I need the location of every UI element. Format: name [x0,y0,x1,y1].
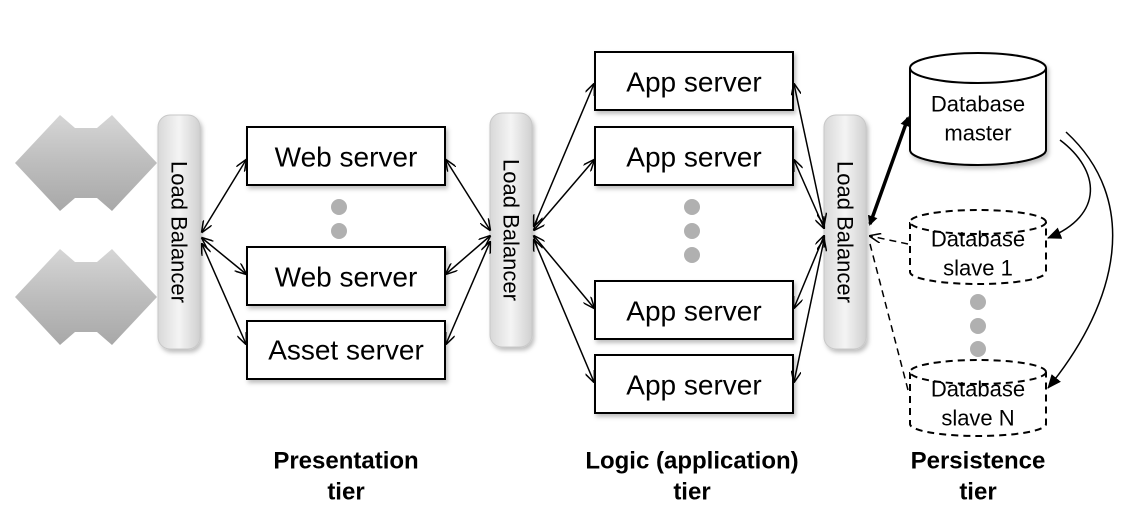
presentation-tier-servers: Web server Web server Asset server [246,126,446,380]
database-slave-1-label: Database [931,227,1025,252]
app-server-label: App server [626,296,761,327]
replication-arrow [1047,139,1092,239]
connection-arrow [202,244,246,344]
connection-arrows [202,84,1114,391]
connection-arrow [446,236,490,274]
load-balancer-3: Load Balancer [823,114,867,350]
master-connection-arrow [867,116,911,226]
slave-connection-arrow [870,236,909,245]
ellipsis-dots [970,294,986,357]
tier-labels: Presentation tier Logic (application) ti… [273,448,1045,506]
load-balancer-label: Load Balancer [833,161,858,303]
connection-arrow [202,238,246,274]
replication-arrow [1047,131,1114,389]
database-slave-1-label: slave 1 [943,256,1013,281]
app-server-box: App server [594,280,794,340]
ellipsis-dots [331,199,347,239]
app-server-box: App server [594,126,794,186]
persistence-tier-label: Persistence [911,448,1046,475]
logic-tier-label: tier [673,479,710,506]
logic-tier-servers: App server App server App server App ser… [594,51,794,414]
connection-arrow [794,240,824,382]
connection-arrow [446,242,490,344]
connection-arrow [794,236,824,308]
load-balancer-label: Load Balancer [499,159,524,301]
database-master-label: master [944,121,1011,146]
load-balancer-label: Load Balancer [167,161,192,303]
load-balancer-2: Load Balancer [489,112,533,348]
client-double-arrow-icon [15,115,157,211]
app-server-box: App server [594,51,794,111]
connection-arrow [534,236,594,308]
load-balancer-1: Load Balancer [157,114,201,350]
ellipsis-dots [684,199,700,263]
connection-arrow [446,160,490,230]
database-slave-n-cylinder: Database slave N [909,359,1047,437]
web-server-box: Web server [246,246,446,306]
web-server-box: Web server [246,126,446,186]
asset-server-box: Asset server [246,320,446,380]
connection-arrow [534,160,594,230]
presentation-tier-label: Presentation [273,448,418,475]
presentation-tier-label: tier [327,479,364,506]
app-server-label: App server [626,67,761,98]
database-slave-1-cylinder: Database slave 1 [909,209,1047,285]
connection-arrow [534,240,594,382]
database-master-label: Database [931,92,1025,117]
app-server-label: App server [626,142,761,173]
database-slave-n-label: Database [931,377,1025,402]
asset-server-label: Asset server [268,335,424,366]
persistence-tier-databases: Database master Database slave 1 Databas… [909,52,1047,437]
database-slave-n-label: slave N [941,406,1014,431]
web-server-label: Web server [275,262,418,293]
app-server-box: App server [594,354,794,414]
database-master-cylinder: Database master [909,52,1047,166]
connection-arrow [202,160,246,232]
connection-arrow [534,84,594,226]
web-server-label: Web server [275,142,418,173]
persistence-tier-label: tier [959,479,996,506]
connection-arrow [794,160,824,228]
slave-connection-arrow [869,243,909,391]
client-double-arrow-icon [15,249,157,345]
logic-tier-label: Logic (application) [585,448,798,475]
app-server-label: App server [626,370,761,401]
connection-arrow [794,84,824,224]
client-arrows [15,115,157,345]
